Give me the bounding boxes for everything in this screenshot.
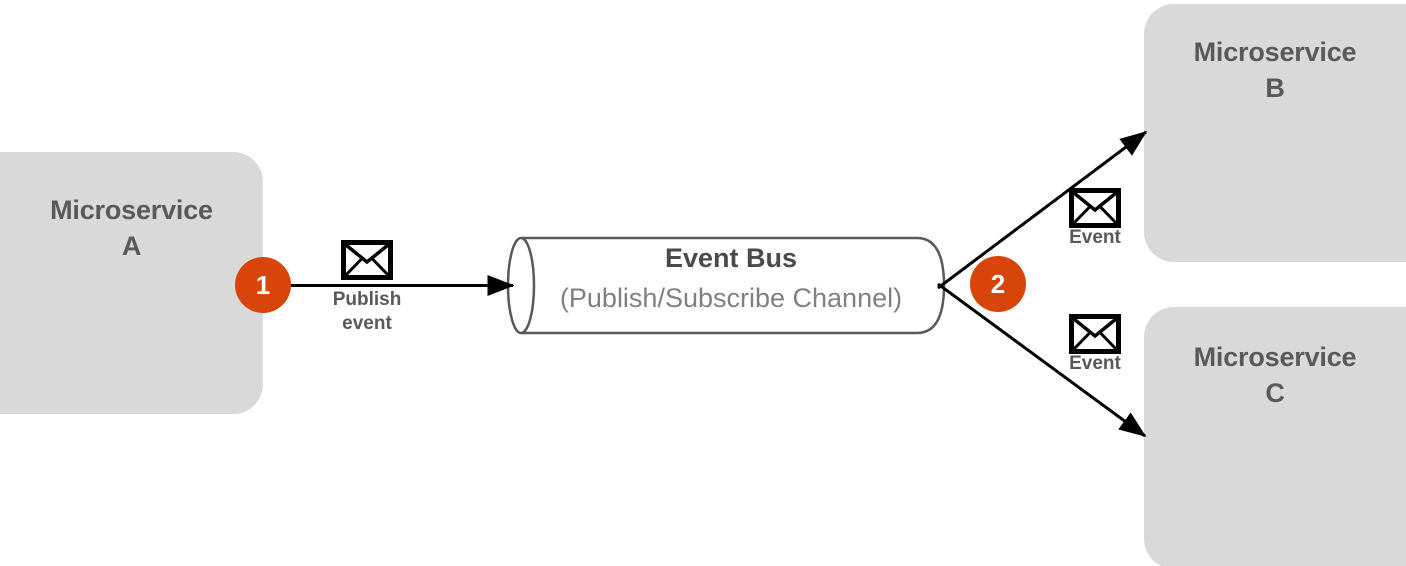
- edge-label-event-c: Event: [1069, 353, 1121, 374]
- envelope-icon-event-b: [1069, 188, 1121, 228]
- node-microservice-c-label: Microservice C: [1144, 339, 1406, 411]
- arrow-bus-to-microservice-b: [937, 130, 1148, 290]
- node-microservice-b-label: Microservice B: [1144, 34, 1406, 106]
- step-badge-1-label: 1: [255, 270, 271, 300]
- node-c-line2: C: [1265, 378, 1285, 409]
- step-badge-1[interactable]: 1: [235, 257, 291, 313]
- node-microservice-c[interactable]: Microservice C: [1144, 307, 1406, 566]
- step-badge-2[interactable]: 2: [970, 256, 1026, 312]
- node-a-line2: A: [121, 231, 142, 262]
- envelope-icon-event-c: [1069, 314, 1121, 354]
- node-microservice-b[interactable]: Microservice B: [1144, 4, 1406, 262]
- arrow-bus-to-microservice-c: [937, 282, 1147, 438]
- step-badge-2-label: 2: [990, 269, 1006, 299]
- edge-label-publish-event: Publish event: [332, 289, 402, 335]
- envelope-icon-publish: [341, 240, 393, 280]
- event-bus-subtitle: (Publish/Subscribe Channel): [559, 283, 903, 313]
- event-bus-cylinder-body: [521, 236, 946, 335]
- node-microservice-a-label: Microservice A: [0, 192, 263, 264]
- node-b-line2: B: [1265, 73, 1285, 104]
- node-b-line1: Microservice: [1193, 37, 1357, 67]
- edge-label-event-b: Event: [1069, 227, 1121, 248]
- node-a-line1: Microservice: [50, 195, 213, 225]
- event-bus-title: Event Bus: [664, 243, 798, 273]
- node-c-line1: Microservice: [1193, 342, 1357, 372]
- node-microservice-a[interactable]: Microservice A: [0, 152, 263, 414]
